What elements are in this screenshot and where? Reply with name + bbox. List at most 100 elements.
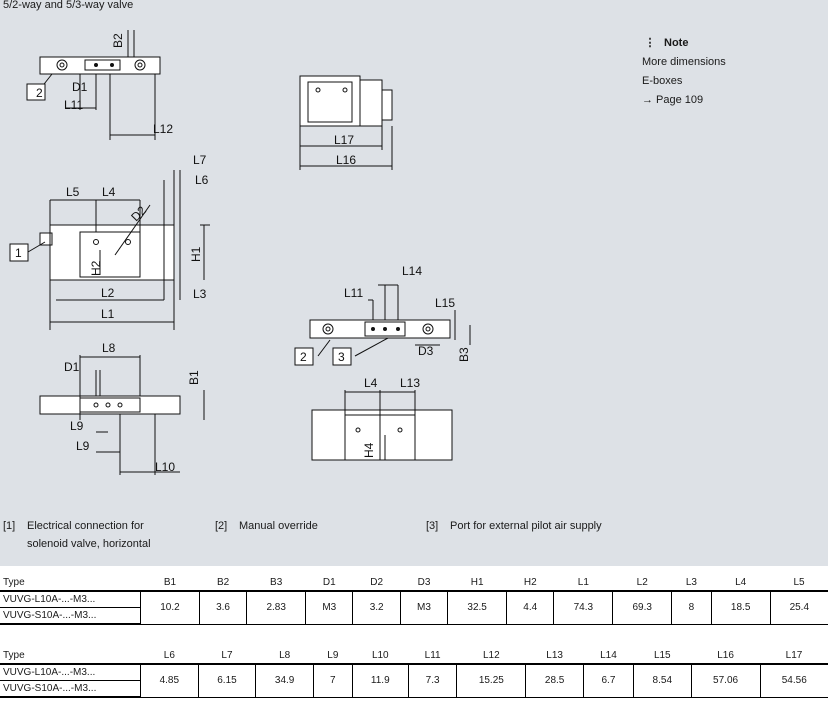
table-cell: 11.9 <box>351 664 409 698</box>
legend-item-2: [2]Manual override <box>215 517 318 535</box>
table-cell: 54.56 <box>759 664 828 698</box>
legend-num-3: [3] <box>426 520 439 532</box>
table-cell: 6.7 <box>582 664 634 698</box>
table-header: D3 <box>400 575 448 592</box>
table-cell: 15.25 <box>456 664 526 698</box>
table-header: L9 <box>313 648 353 665</box>
dim-l9-a: L9 <box>70 419 84 433</box>
dim-h2: H2 <box>89 260 103 276</box>
dim-b3: B3 <box>457 347 471 362</box>
dim-h1: H1 <box>189 246 203 262</box>
table-cell: 8.54 <box>632 664 692 698</box>
table-header: L13 <box>525 648 584 665</box>
dim-l7: L7 <box>193 153 207 167</box>
dim-h4: H4 <box>362 442 376 458</box>
table-header-type: Type <box>0 575 141 592</box>
table-header: L5 <box>770 575 828 592</box>
table-row-type: VUVG-L10A-...-M3... <box>0 664 141 681</box>
dim-l6: L6 <box>195 173 209 187</box>
valve-top-view-e <box>294 284 471 366</box>
dimensions-table-2: Type L6 L7 L8 L9 L10 L11 L12 L13 L14 L15… <box>0 648 828 698</box>
valve-bottom-view-d <box>39 355 205 475</box>
table-cell: 3.6 <box>198 591 247 625</box>
table-header: L16 <box>691 648 761 665</box>
note-box: ⋮ Note More dimensions E-boxes → Page 10… <box>642 34 726 110</box>
legend-text-2: Manual override <box>239 520 318 532</box>
table-header: H2 <box>506 575 554 592</box>
dim-d2: D2 <box>128 203 149 224</box>
legend-item-1: [1]Electrical connection for solenoid va… <box>3 517 151 553</box>
dim-l17: L17 <box>334 133 354 147</box>
dim-l12-a: L12 <box>153 122 173 136</box>
dim-l3: L3 <box>193 287 207 301</box>
table-header: B3 <box>246 575 306 592</box>
table-cell: M3 <box>399 591 448 625</box>
dim-l1: L1 <box>101 307 115 321</box>
dim-d1-d: D1 <box>64 360 80 374</box>
table-cell: 8 <box>671 591 712 625</box>
table-cell: M3 <box>305 591 353 625</box>
table-cell: 34.9 <box>255 664 314 698</box>
dim-l5: L5 <box>66 185 80 199</box>
valve-front-view-c <box>9 170 210 330</box>
table-header: L12 <box>456 648 526 665</box>
note-line-1: More dimensions <box>642 56 726 68</box>
dim-l16: L16 <box>336 153 356 167</box>
dim-l11-e: L11 <box>344 286 363 300</box>
dim-l10: L10 <box>155 460 175 474</box>
dim-l14: L14 <box>402 264 422 278</box>
table-header: H1 <box>447 575 507 592</box>
table-cell: 57.06 <box>690 664 761 698</box>
table-header: L10 <box>352 648 409 665</box>
dimensions-table-1: Type B1 B2 B3 D1 D2 D3 H1 H2 L1 L2 L3 L4… <box>0 575 828 625</box>
legend-text-3: Port for external pilot air supply <box>450 520 602 532</box>
valve-top-view-a <box>26 30 161 140</box>
table-header: B1 <box>140 575 200 592</box>
note-page-link[interactable]: → Page 109 <box>642 94 704 106</box>
table-header: L14 <box>583 648 634 665</box>
table-cell: 10.2 <box>140 591 200 625</box>
valve-side-view-b <box>299 75 393 170</box>
table-cell: 69.3 <box>612 591 672 625</box>
table-row-type: VUVG-S10A-...-M3... <box>0 607 141 625</box>
dim-b2: B2 <box>111 33 125 48</box>
legend-text-1a: Electrical connection for <box>27 520 144 532</box>
dim-l9-b: L9 <box>76 439 90 453</box>
table-cell: 3.2 <box>352 591 401 625</box>
table-header: L15 <box>633 648 692 665</box>
table-cell: 28.5 <box>525 664 584 698</box>
table-header: B2 <box>199 575 247 592</box>
callout-2-a: 2 <box>36 86 43 100</box>
dim-d3: D3 <box>418 344 434 358</box>
table-row-type: VUVG-S10A-...-M3... <box>0 680 141 698</box>
table-header: D2 <box>352 575 401 592</box>
table-header: L7 <box>198 648 256 665</box>
dim-l4-c: L4 <box>102 185 116 199</box>
table-cell: 6.15 <box>197 664 256 698</box>
dim-b1: B1 <box>187 370 201 385</box>
technical-drawing: 2 D1 L11 L12 B2 L17 L16 <box>9 30 471 475</box>
table-cell: 4.85 <box>140 664 199 698</box>
legend-num-1: [1] <box>3 520 16 532</box>
legend-item-3: [3] Port for external pilot air supply <box>426 517 602 535</box>
table-header: L4 <box>711 575 771 592</box>
table-header: L11 <box>408 648 457 665</box>
table-cell: 32.5 <box>447 591 507 625</box>
dim-l8: L8 <box>102 341 116 355</box>
note-heading: Note <box>664 37 689 49</box>
table-cell: 4.4 <box>506 591 554 625</box>
table-cell: 74.3 <box>553 591 613 625</box>
callout-3: 3 <box>338 350 345 364</box>
dim-l2: L2 <box>101 286 115 300</box>
page-title: 5/2-way and 5/3-way valve <box>3 0 134 11</box>
dim-l15: L15 <box>435 296 455 310</box>
dim-l13: L13 <box>400 376 420 390</box>
dim-l4-f: L4 <box>364 376 378 390</box>
dim-d1-a: D1 <box>72 80 88 94</box>
table-cell: 2.83 <box>246 591 306 625</box>
dim-l11-a: L11 <box>64 98 83 112</box>
table-header: L17 <box>760 648 828 665</box>
table-header: D1 <box>305 575 353 592</box>
drawing-area: 5/2-way and 5/3-way valve 2 D1 L11 L12 B… <box>0 0 828 566</box>
table-cell: 18.5 <box>710 591 771 625</box>
